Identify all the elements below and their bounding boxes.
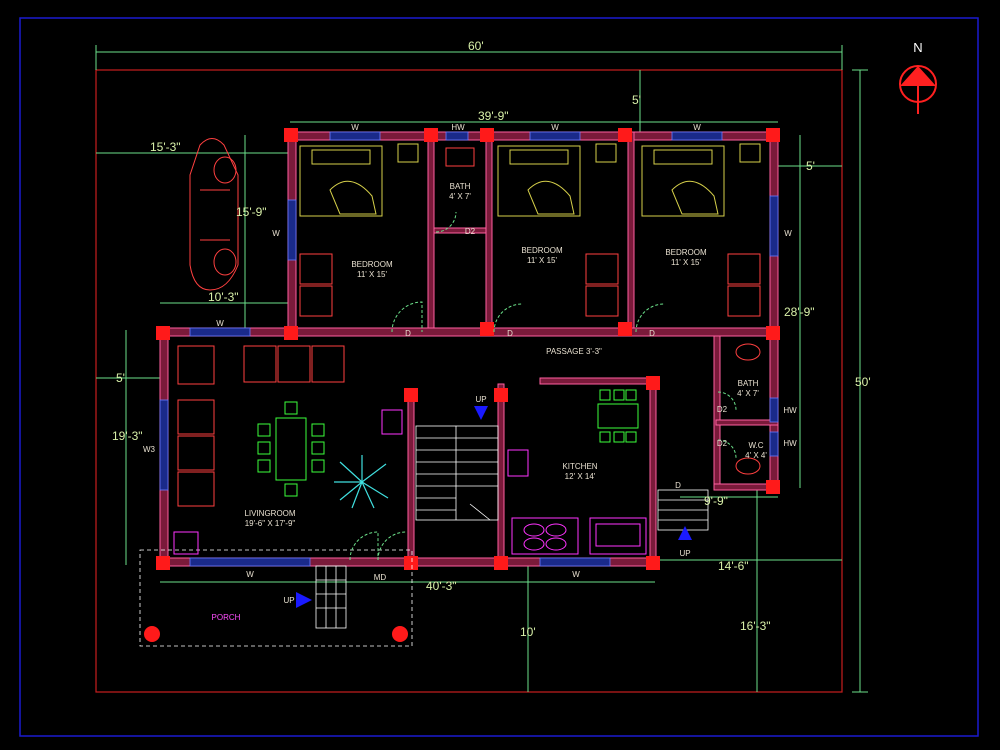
door-label-b3: D	[649, 329, 655, 338]
passage-name: PASSAGE 3'-3"	[546, 347, 602, 356]
doors	[349, 211, 737, 561]
door-label-b2: D	[507, 329, 513, 338]
porch-name: PORCH	[212, 613, 241, 622]
window-label-b3: W	[693, 123, 701, 132]
door-label-wc: D2	[717, 439, 728, 448]
living-cabinets	[173, 409, 403, 555]
kitchen-dining-icon	[597, 389, 639, 443]
dim-kitchen-width: 14'-6"	[718, 559, 749, 573]
window-label-b1: W	[351, 123, 359, 132]
dim-car-depth: 15'-9"	[236, 205, 267, 219]
bedroom-1-size: 11' X 15'	[357, 270, 388, 279]
bedroom-3-name: BEDROOM	[665, 248, 707, 257]
window-label-hw2: HW	[783, 406, 797, 415]
bedroom-3-bed-icon	[641, 145, 725, 217]
window-label-living-front: W	[246, 570, 254, 579]
plant-icon	[334, 455, 389, 509]
rear-up-arrow-icon	[678, 526, 692, 540]
dim-right-setback: 5'	[806, 159, 815, 173]
stair-up-label: UP	[475, 395, 486, 404]
window-label-hw3: HW	[783, 439, 797, 448]
bath-1-name: BATH	[450, 182, 471, 191]
door-label-main: MD	[374, 573, 387, 582]
living-sofas	[177, 345, 345, 507]
dim-front-setback: 10'	[520, 625, 536, 639]
windows	[159, 131, 779, 567]
drawing-frame	[19, 17, 979, 737]
kitchen-size: 12' X 14'	[565, 472, 596, 481]
living-size: 19'-6" X 17'-9"	[245, 519, 296, 528]
car-icon	[189, 138, 239, 291]
bath-fixtures	[445, 147, 761, 475]
kitchen-appliances	[507, 449, 647, 555]
window-label-hw1: HW	[451, 123, 465, 132]
living-name: LIVINGROOM	[244, 509, 295, 518]
dim-left-width: 10'-3"	[208, 290, 239, 304]
porch-up-arrow-icon	[296, 592, 312, 608]
staircase	[415, 425, 499, 521]
wc-size: 4' X 4'	[745, 451, 767, 460]
plot-boundary	[95, 69, 843, 693]
columns	[144, 128, 780, 642]
dim-bath-offset: 9'-9"	[704, 494, 728, 508]
bedside-tables	[397, 143, 761, 163]
dining-table-icon	[257, 401, 325, 497]
wc-name: W.C	[748, 441, 763, 450]
door-label-bath1: D2	[465, 227, 476, 236]
porch-outline	[139, 549, 413, 647]
dim-top-setback: 5'	[632, 93, 641, 107]
dim-top-width: 39'-9"	[478, 109, 509, 123]
window-label-w3: W3	[143, 445, 156, 454]
dimension-lines	[95, 45, 868, 693]
porch-steps	[315, 565, 347, 629]
porch-up-label: UP	[283, 596, 294, 605]
bath-1-size: 4' X 7'	[449, 192, 471, 201]
window-label-right: W	[784, 229, 792, 238]
bath-2-name: BATH	[738, 379, 759, 388]
dim-right-depth: 28'-9"	[784, 305, 815, 319]
window-label-left: W	[272, 229, 280, 238]
dim-overall-depth: 50'	[855, 375, 871, 389]
kitchen-name: KITCHEN	[562, 462, 597, 471]
north-arrow-icon	[899, 65, 937, 114]
bedroom-chairs	[299, 253, 761, 317]
rear-up-label: UP	[679, 549, 690, 558]
dim-overall-width: 60'	[468, 39, 484, 53]
bedroom-3-size: 11' X 15'	[671, 258, 702, 267]
bedroom-1-bed-icon	[299, 145, 383, 217]
bedroom-2-name: BEDROOM	[521, 246, 563, 255]
dim-left-offset: 15'-3"	[150, 140, 181, 154]
door-label-bath2: D2	[717, 405, 728, 414]
dim-left-setback: 5'	[116, 371, 125, 385]
door-label-b1: D	[405, 329, 411, 338]
bedroom-2-size: 11' X 15'	[527, 256, 558, 265]
window-label-b2: W	[551, 123, 559, 132]
bedroom-1-name: BEDROOM	[351, 260, 393, 269]
stair-up-arrow-icon	[474, 406, 488, 420]
window-label-living-top: W	[216, 319, 224, 328]
door-label-rear: D	[675, 481, 681, 490]
dim-living-depth: 19'-3"	[112, 429, 143, 443]
bedroom-2-bed-icon	[497, 145, 581, 217]
north-label: N	[913, 40, 922, 55]
window-label-kitchen-front: W	[572, 570, 580, 579]
dim-front-width: 40'-3"	[426, 579, 457, 593]
bath-2-size: 4' X 7'	[737, 389, 759, 398]
dim-side-front: 16'-3"	[740, 619, 771, 633]
